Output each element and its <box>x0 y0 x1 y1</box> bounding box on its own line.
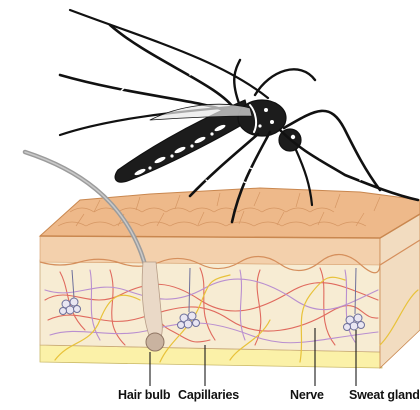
label-capillaries: Capillaries <box>178 388 239 402</box>
label-hair-bulb: Hair bulb <box>118 388 170 402</box>
mosquito-thorax <box>238 100 286 136</box>
skin-side-face <box>380 214 420 368</box>
hair-bulb-shape <box>146 333 164 351</box>
mosquito-leg-back-3 <box>234 60 240 106</box>
epidermis-front <box>40 236 380 265</box>
label-sweat-gland: Sweat gland <box>349 388 420 402</box>
label-nerve: Nerve <box>290 388 324 402</box>
skin-surface <box>40 188 420 238</box>
mosquito-leg-mid-2 <box>284 111 380 190</box>
skin-block <box>40 188 420 368</box>
